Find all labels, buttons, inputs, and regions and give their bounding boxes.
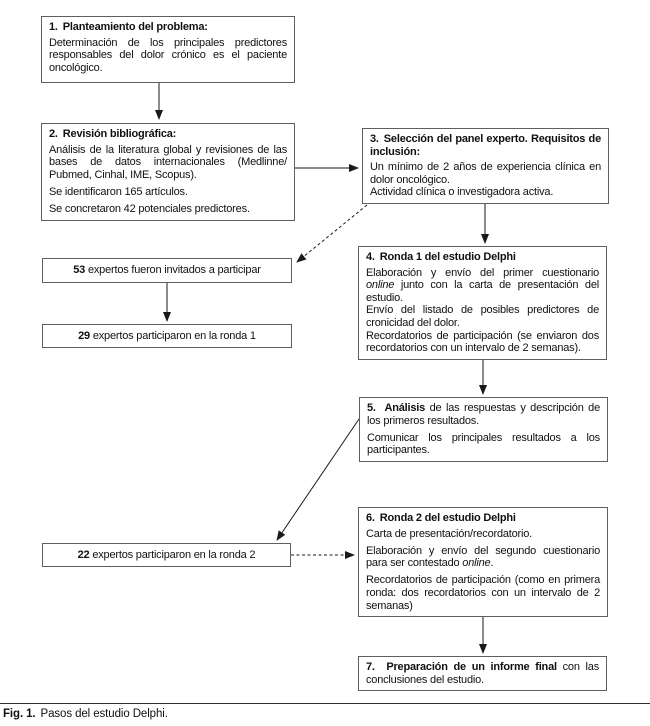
step3-paragraph-2: Actividad clínica o investigadora activa… — [370, 186, 554, 199]
step6-heading: Ronda 2 del estudio Delphi — [379, 512, 516, 524]
step6-paragraph-1: Carta de presentación/recordatorio. — [366, 527, 533, 540]
experts-round2-box: 22 expertos participaron en la ronda 2 — [42, 543, 291, 567]
experts-round1-label: expertos participaron en la ronda 1 — [89, 329, 256, 342]
step5-paragraph-2: Comunicar los principales resultados a l… — [367, 431, 600, 457]
step4-number: 4. — [366, 251, 375, 263]
step2-paragraph-2: Se identificaron 165 artículos. — [49, 185, 188, 198]
step6-p2-online-italic: online — [462, 557, 491, 570]
step3-heading: Selección del panel experto. Requisitos … — [370, 133, 601, 158]
step1-body: Determinación de los principales predict… — [49, 36, 287, 74]
experts-round1-box: 29 expertos participaron en la ronda 1 — [42, 324, 292, 348]
experts-invited-box: 53 expertos fueron invitados a participa… — [42, 258, 292, 283]
step3-number: 3. — [370, 133, 379, 145]
experts-round2-count: 22 — [77, 548, 90, 561]
step1-heading: Planteamiento del problema: — [62, 21, 208, 33]
step4-box: 4. Ronda 1 del estudio Delphi Elaboración… — [358, 246, 607, 360]
step2-title: 2. Revisión bibliográfica: — [49, 128, 287, 141]
step4-p1-start: Elaboración y envío del primer cuestiona… — [366, 266, 599, 279]
step6-box: 6. Ronda 2 del estudio Delphi Carta de pr… — [358, 507, 608, 618]
step3-paragraph-1: Un mínimo de 2 años de experiencia clíni… — [370, 161, 601, 186]
step6-paragraph-3: Recordatorios de participación (como en … — [366, 574, 600, 612]
step6-number: 6. — [366, 512, 375, 524]
step1-box: 1. Planteamiento del problema: Determinac… — [41, 16, 295, 83]
step3-title: 3.Selección del panel experto. Requisito… — [370, 133, 601, 158]
step7-rest: con las conclusiones del estudio. — [366, 661, 599, 686]
step6-p2-end: . — [490, 557, 494, 570]
step2-paragraph-3: Se concretaron 42 potenciales predictore… — [49, 202, 250, 215]
step6-p2-start: Elaboración y envío del segundo cuestion… — [366, 544, 600, 570]
experts-round1-count: 29 — [78, 329, 90, 342]
figure-caption: Fig. 1. Pasos del estudio Delphi. — [3, 708, 168, 721]
experts-round1-text: 29 expertos participaron en la ronda 1 — [78, 330, 256, 343]
experts-invited-count: 53 — [73, 264, 86, 277]
step4-heading: Ronda 1 del estudio Delphi — [379, 251, 516, 263]
arrow-analysis-to-round2-participants — [276, 418, 360, 541]
step2-number: 2. — [49, 128, 58, 140]
step4-paragraph-3: Recordatorios de participación (se envia… — [366, 329, 599, 355]
step2-heading: Revisión bibliográfica: — [62, 128, 177, 140]
caption-divider — [0, 703, 650, 704]
step4-paragraph-2: Envío del listado de posibles predictore… — [366, 304, 599, 329]
experts-round2-label: expertos participaron en la ronda 2 — [89, 548, 256, 561]
step4-paragraph-1: Elaboración y envío del primer cuestiona… — [366, 267, 599, 305]
step6-paragraph-2: Elaboración y envío del segundo cuestion… — [366, 545, 600, 570]
step6-title: 6. Ronda 2 del estudio Delphi — [366, 512, 600, 525]
step7-heading: 7. Preparación de un informe final — [366, 661, 557, 673]
arrow-panel-to-invited-dashed — [296, 204, 368, 263]
step1-number: 1. — [49, 21, 58, 33]
step1-title: 1. Planteamiento del problema: — [49, 21, 287, 34]
step5-paragraph-1: 5. Análisis de las respuestas y descripc… — [367, 402, 600, 427]
step4-p1-online-italic: online — [366, 279, 395, 292]
step7-box: 7. Preparación de un informe final con l… — [358, 656, 607, 692]
experts-invited-label: expertos fueron invitados a participar — [85, 264, 261, 277]
step4-title: 4. Ronda 1 del estudio Delphi — [366, 251, 599, 264]
step4-p1-end: junto con la carta de presentación del e… — [366, 279, 599, 304]
step5-heading: 5. Análisis — [367, 402, 426, 414]
figure-caption-label: Fig. 1. — [3, 708, 36, 720]
experts-round2-text: 22 expertos participaron en la ronda 2 — [78, 549, 256, 562]
step2-paragraph-1: Análisis de la literatura global y revis… — [49, 143, 287, 181]
step3-box: 3.Selección del panel experto. Requisito… — [362, 128, 609, 204]
experts-invited-text: 53 expertos fueron invitados a participa… — [73, 264, 261, 277]
step5-box: 5. Análisis de las respuestas y descripc… — [359, 397, 608, 462]
figure-caption-text: Pasos del estudio Delphi. — [40, 708, 168, 720]
step5-p1-rest: de las respuestas y descripción de los p… — [367, 402, 600, 427]
step7-paragraph: 7. Preparación de un informe final con l… — [366, 661, 599, 686]
step2-box: 2. Revisión bibliográfica: Análisis de la… — [41, 123, 295, 221]
